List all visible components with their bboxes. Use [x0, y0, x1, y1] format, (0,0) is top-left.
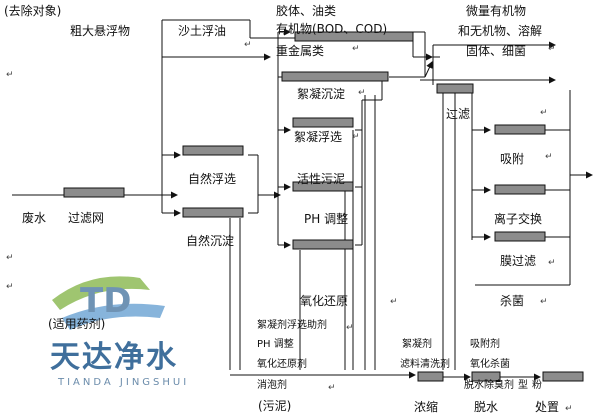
reagent-filter-cleaner: 滤料清洗剂 [400, 359, 450, 370]
paragraph-mark: ↵ [244, 40, 252, 50]
paragraph-mark: ↵ [545, 152, 553, 162]
paragraph-mark: ↵ [565, 404, 573, 414]
logo-letters: TD [80, 281, 131, 321]
reagent-coagulant: 絮凝剂 [402, 339, 432, 350]
tank-filtration [436, 83, 474, 94]
tank-colloid [294, 31, 414, 42]
tank-screen [63, 187, 125, 198]
label-screen: 过滤网 [68, 211, 105, 225]
tank-natural-sedimentation [182, 207, 244, 218]
label-coag-flotation: 絮凝浮选 [294, 130, 343, 144]
paragraph-mark: ↵ [358, 88, 366, 98]
paragraph-mark: ↵ [548, 258, 556, 268]
paragraph-mark: ↵ [540, 297, 548, 307]
reagents-title: (适用药剂) [48, 317, 106, 331]
reagent-flotation-aid: 絮凝剂浮选助剂 [257, 320, 327, 331]
paragraph-mark: ↵ [352, 132, 360, 142]
target-organic: 有机物(BOD、COD) [276, 22, 388, 36]
paragraph-mark: ↵ [6, 253, 14, 263]
process-tanks [63, 31, 584, 382]
label-adsorption: 吸附 [500, 152, 525, 166]
logo-graphic: TD [52, 276, 165, 330]
paragraph-mark: ↵ [540, 108, 548, 118]
tank-natural-flotation [182, 145, 244, 156]
sludge-disposal: 处置 [535, 400, 560, 414]
tank-thicken [417, 371, 444, 382]
label-redox: 氧化还原 [300, 294, 349, 308]
target-colloid-oil: 胶体、油类 [276, 4, 337, 18]
paragraph-mark: ↵ [390, 297, 398, 307]
sludge-dewater: 脱水 [474, 400, 499, 414]
reagent-powder: 粉 [532, 380, 542, 391]
paragraph-mark: ↵ [346, 323, 354, 333]
tank-membrane [494, 231, 546, 242]
main-line [12, 19, 593, 381]
paragraph-mark: ↵ [352, 44, 360, 54]
label-wastewater: 废水 [22, 211, 47, 225]
sludge-thicken: 浓缩 [414, 400, 439, 414]
tank-adsorption [494, 124, 546, 135]
sludge-title: (污泥) [258, 399, 292, 413]
tank-coag-sedimentation [281, 71, 389, 82]
label-natural-flotation: 自然浮选 [188, 172, 237, 186]
reagent-ph-adjuster: PH 调整 [257, 339, 294, 350]
reagent-redox-agent: 氧化还原剂 [257, 359, 307, 370]
label-sterilization: 杀菌 [500, 294, 525, 308]
target-sand-oil: 沙土浮油 [178, 24, 227, 38]
watermark-name-cn: 天达净水 [50, 340, 178, 375]
tank-ph [292, 239, 354, 250]
tank-dewater [471, 371, 501, 382]
tank-ion-exchange [494, 184, 546, 195]
label-natural-sedimentation: 自然沉淀 [186, 234, 235, 248]
paragraph-mark: ↵ [328, 383, 336, 393]
label-filtration: 过滤 [446, 107, 471, 121]
target-inorganic: 和无机物、溶解 [458, 24, 543, 38]
label-activated-sludge: 活性污泥 [297, 172, 346, 186]
reagent-defoamer: 消泡剂 [257, 380, 287, 391]
paragraph-mark: ↵ [6, 282, 14, 292]
reagent-adsorbent: 吸附剂 [470, 339, 500, 350]
reagent-unit: 型 [518, 380, 528, 391]
reagent-dewater-agent: 脱水除臭剂 [464, 380, 514, 391]
tank-activated-sludge [292, 181, 354, 192]
target-trace-organics: 微量有机物 [466, 4, 527, 18]
label-membrane-filtration: 膜过滤 [500, 254, 537, 268]
removal-targets-title: (去除对象) [4, 4, 62, 18]
label-ph-adjust: PH 调整 [304, 212, 349, 226]
reagent-oxidizing-biocide: 氧化杀菌 [470, 359, 510, 370]
watermark-name-en: TIANDA JINGSHUI [58, 377, 190, 388]
paragraph-mark: ↵ [6, 70, 14, 80]
tank-disposal [542, 371, 584, 382]
paragraph-mark: ↵ [548, 44, 556, 54]
tank-coag-flotation [292, 117, 354, 128]
target-heavy-metal: 重金属类 [276, 44, 325, 58]
target-coarse-solids: 粗大悬浮物 [70, 24, 131, 38]
target-solids-bacteria: 固体、细菌 [466, 44, 527, 58]
label-coag-sedimentation: 絮凝沉淀 [297, 87, 346, 101]
label-ion-exchange: 离子交换 [494, 212, 543, 226]
